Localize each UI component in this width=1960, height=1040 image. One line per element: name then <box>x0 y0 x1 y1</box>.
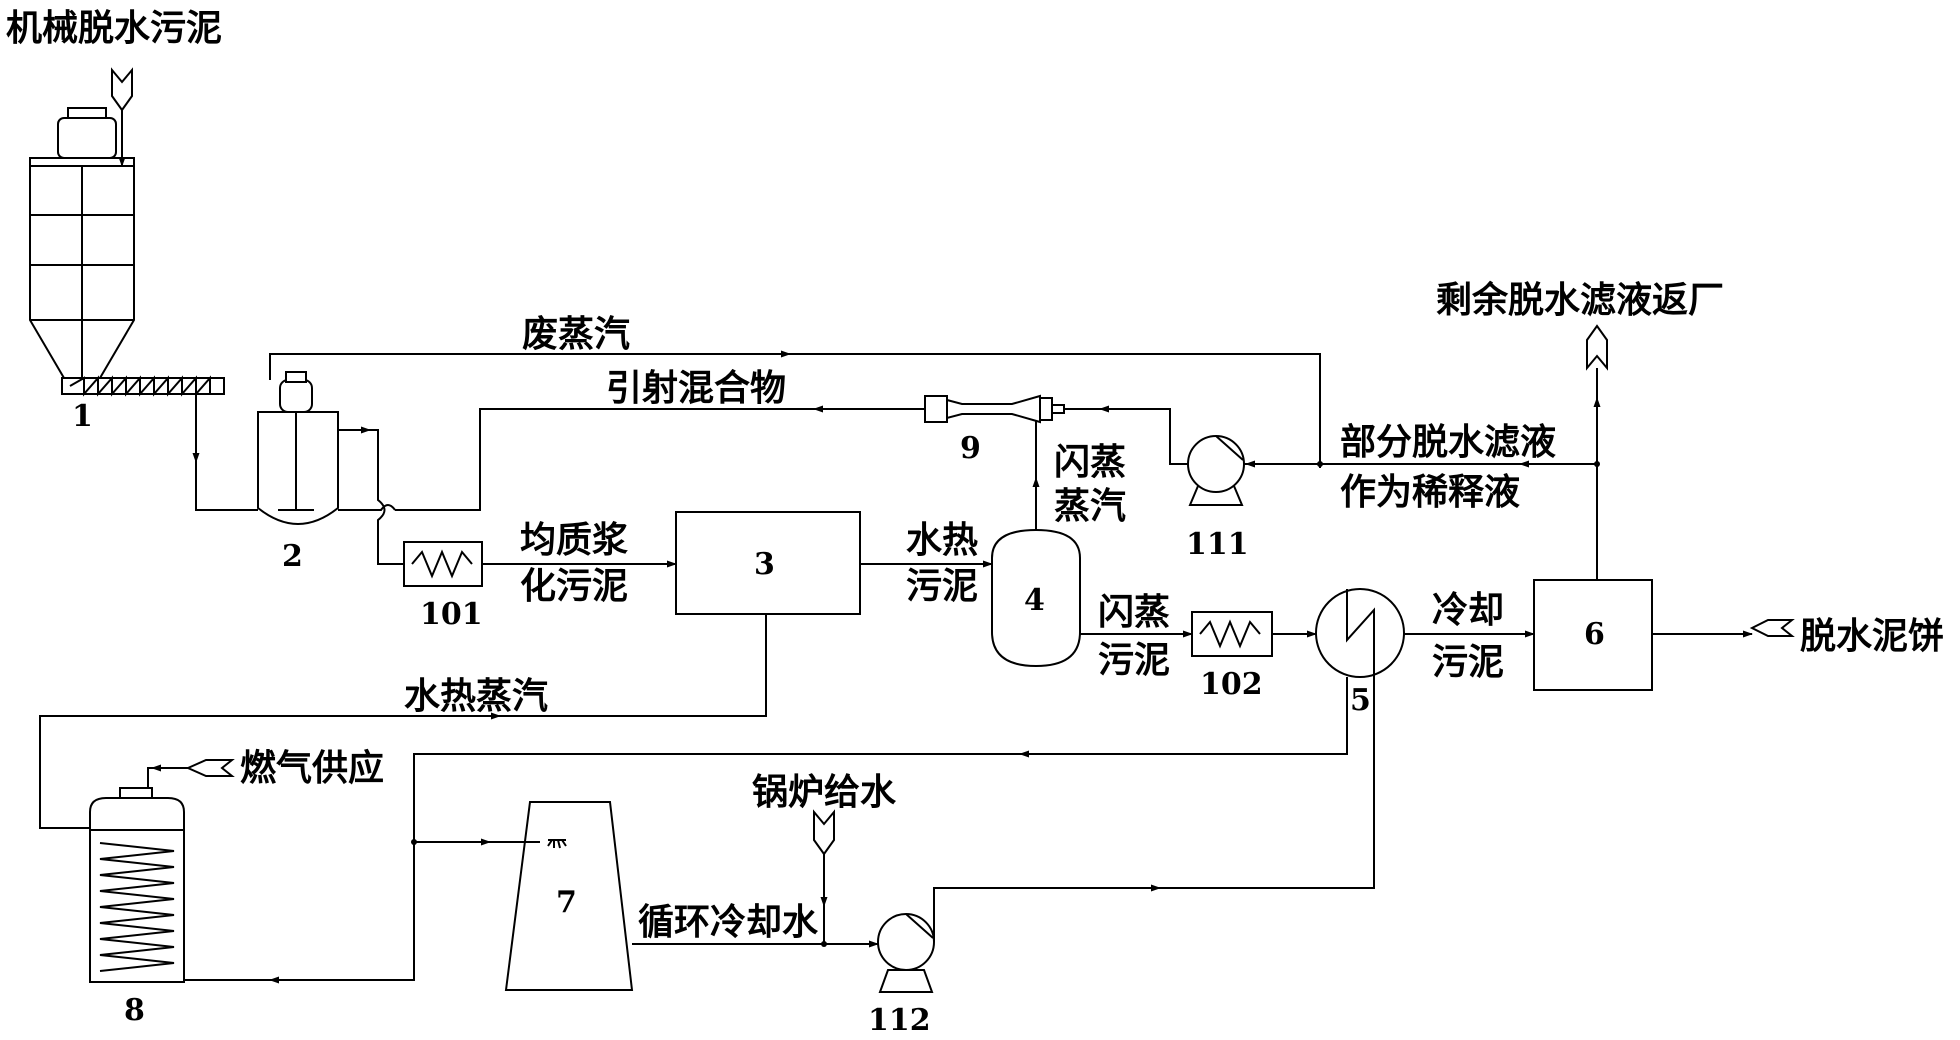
label-filtrate-part-2: 作为稀释液 <box>1340 471 1520 513</box>
number-4: 4 <box>1024 583 1045 618</box>
feed-symbol-sludge <box>111 67 133 112</box>
label-filtrate-return: 剩余脱水滤液返厂 <box>1436 279 1724 321</box>
sludge-silo-1 <box>29 107 225 397</box>
mixing-tank-2 <box>257 371 339 525</box>
boiler-8 <box>89 787 185 983</box>
heat-exchanger-102 <box>1191 611 1273 657</box>
label-cooled-1: 冷却 <box>1432 589 1504 631</box>
label-cooling-water: 循环冷却水 <box>638 901 819 943</box>
heat-exchanger-101 <box>403 541 483 587</box>
label-flash-sludge-2: 污泥 <box>1098 639 1170 681</box>
label-flash-steam-1: 闪蒸 <box>1054 441 1126 483</box>
pump-112 <box>877 913 935 993</box>
number-112: 112 <box>868 1003 931 1038</box>
cooling-tower-7 <box>504 801 634 991</box>
feed-symbol-boiler-water <box>813 809 835 856</box>
label-hydro-sludge-2: 污泥 <box>906 565 978 607</box>
label-gas-supply: 燃气供应 <box>240 747 384 789</box>
number-1: 1 <box>72 399 93 434</box>
number-2: 2 <box>282 539 303 574</box>
outlet-symbol-cake <box>1749 619 1795 637</box>
number-3: 3 <box>754 547 775 582</box>
label-homog-1: 均质浆 <box>520 519 628 561</box>
label-homog-2: 化污泥 <box>520 565 628 607</box>
number-6: 6 <box>1584 617 1605 652</box>
feed-symbol-gas <box>185 759 235 777</box>
label-cooled-2: 污泥 <box>1432 641 1504 683</box>
number-7: 7 <box>556 885 577 920</box>
label-filtrate-part-1: 部分脱水滤液 <box>1340 421 1556 463</box>
number-8: 8 <box>124 993 145 1028</box>
label-waste-steam: 废蒸汽 <box>522 313 630 355</box>
pipes <box>39 110 1753 984</box>
label-flash-sludge-1: 闪蒸 <box>1098 591 1170 633</box>
label-boiler-water: 锅炉给水 <box>752 771 897 813</box>
cooler-5 <box>1315 588 1405 678</box>
number-5: 5 <box>1350 683 1371 718</box>
label-ejector-mix: 引射混合物 <box>606 367 786 409</box>
flash-tank-4 <box>991 528 1081 668</box>
label-hydro-sludge-1: 水热 <box>906 519 978 561</box>
hydrothermal-reactor-3 <box>675 511 861 615</box>
label-hydro-steam: 水热蒸汽 <box>404 675 548 717</box>
number-9: 9 <box>960 431 981 466</box>
number-111: 111 <box>1186 527 1249 562</box>
number-102: 102 <box>1200 667 1263 702</box>
label-sludge-in: 机械脱水污泥 <box>6 7 222 49</box>
outlet-symbol-filtrate <box>1586 324 1608 371</box>
label-cake: 脱水泥饼 <box>1800 615 1944 657</box>
dewatering-unit-6 <box>1533 579 1653 691</box>
ejector-9 <box>924 394 1065 424</box>
number-101: 101 <box>420 597 483 632</box>
label-flash-steam-2: 蒸汽 <box>1054 485 1126 527</box>
pump-111 <box>1187 435 1245 506</box>
